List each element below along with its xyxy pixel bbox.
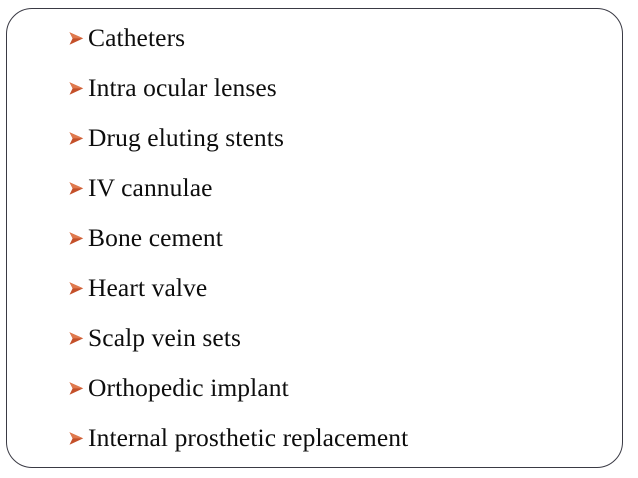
chevron-bullet-icon [68, 429, 85, 448]
list-item[interactable]: Internal prosthetic replacement [68, 424, 408, 452]
list-item-label: Heart valve [88, 273, 208, 302]
list-item[interactable]: Heart valve [68, 274, 207, 302]
list-item-label: Drug eluting stents [88, 123, 284, 152]
chevron-bullet-icon [68, 329, 85, 348]
chevron-bullet-icon [68, 279, 85, 298]
list-item[interactable]: Catheters [68, 24, 185, 52]
list-item-label: Scalp vein sets [88, 323, 242, 352]
list-item-label: Intra ocular lenses [88, 73, 277, 102]
list-item[interactable]: Bone cement [68, 224, 223, 252]
list-item-label: IV cannulae [88, 173, 213, 202]
chevron-bullet-icon [68, 229, 85, 248]
chevron-bullet-icon [68, 379, 85, 398]
list-item[interactable]: Orthopedic implant [68, 374, 289, 402]
list-item[interactable]: Intra ocular lenses [68, 74, 277, 102]
list-item[interactable]: Drug eluting stents [68, 124, 284, 152]
list-item-label: Orthopedic implant [88, 373, 289, 402]
list-item[interactable]: IV cannulae [68, 174, 213, 202]
chevron-bullet-icon [68, 29, 85, 48]
list-item-label: Catheters [88, 23, 186, 52]
list-item-label: Internal prosthetic replacement [88, 423, 409, 452]
chevron-bullet-icon [68, 129, 85, 148]
list-item-label: Bone cement [88, 223, 223, 252]
list-item[interactable]: Scalp vein sets [68, 324, 241, 352]
chevron-bullet-icon [68, 179, 85, 198]
chevron-bullet-icon [68, 79, 85, 98]
